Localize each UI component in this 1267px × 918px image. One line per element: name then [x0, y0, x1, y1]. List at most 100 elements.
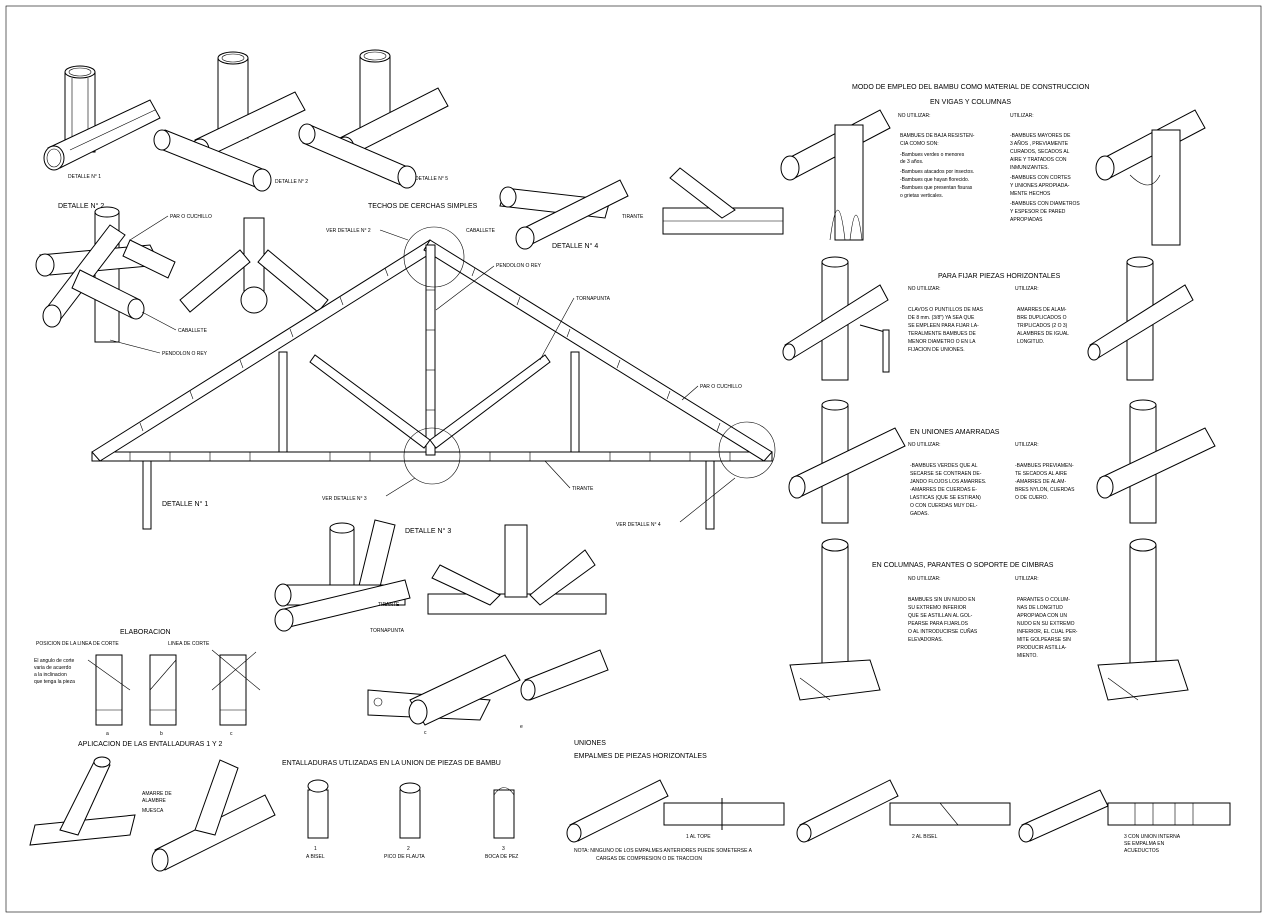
label-tirante-4: TIRANTE — [622, 214, 644, 220]
angulo-note-4: que tenga la pieza — [34, 679, 75, 685]
detalle-4-drawing — [499, 167, 784, 250]
aplicacion-drawings — [29, 756, 276, 872]
label-tirante-truss: TIRANTE — [572, 486, 594, 492]
entalladuras-title: ENTALLADURAS UTLIZADAS EN LA UNION DE PI… — [282, 760, 501, 767]
columnas-no-2: QUE SE ASTILLAN AL GOL- — [908, 613, 973, 619]
amarradas-no-2: JANDO FLOJOS LOS AMARRES. — [910, 479, 986, 485]
vigas-si-4: INMUNIZANTES. — [1010, 165, 1049, 171]
vigas-no-6: -Bambues que presentan fisuras — [900, 185, 973, 191]
joint-detail-2 — [153, 51, 306, 192]
elaboracion-drawings — [87, 649, 261, 726]
columnas-no-0: BAMBUES SIN UN NUDO EN — [908, 597, 976, 603]
label-tornapunta-3: TORNAPUNTA — [370, 628, 405, 634]
elaboracion-title: ELABORACION — [120, 629, 171, 636]
vigas-no-1: CIA COMO SON: — [900, 141, 939, 147]
label-ver-detalle-2: VER DETALLE N° 2 — [326, 228, 371, 234]
vigas-no-2: -Bambues verdes o menores — [900, 152, 965, 158]
detalle-2-drawing — [35, 206, 176, 343]
amarradas-si-0: -BAMBUES PREVIAMEN- — [1015, 463, 1074, 469]
angulo-note-2: varia de acuerdo — [34, 665, 71, 671]
joint-detail-1 — [43, 65, 161, 171]
cut-c: c — [230, 731, 233, 737]
fijar-si-0: AMARRES DE ALAM- — [1017, 307, 1067, 313]
columnas-no-5: ELEVADORAS. — [908, 637, 943, 643]
fijar-drawings — [782, 256, 1194, 381]
columnas-si-0: PARANTES O COLUM- — [1017, 597, 1070, 603]
detalle-3-drawing — [274, 519, 607, 632]
amarradas-title: EN UNIONES AMARRADAS — [910, 429, 1000, 436]
modo-title: MODO DE EMPLEO DEL BAMBU COMO MATERIAL D… — [852, 84, 1089, 91]
amarradas-no-6: GADAS. — [910, 511, 929, 517]
fijar-si-1: BRE DUPLICADOS O — [1017, 315, 1067, 321]
columnas-no-3: PEARSE PARA FIJARLOS — [908, 621, 969, 627]
vigas-no-5: -Bambues que hayan florecido. — [900, 177, 969, 183]
detail-label-2: DETALLE N° 2 — [275, 179, 308, 185]
label-al-bisel: 2 AL BISEL — [912, 834, 938, 840]
label-pendolon-truss: PENDOLON O REY — [496, 263, 542, 269]
fijar-no-0: CLAVOS O PUNTILLOS DE MAS — [908, 307, 984, 313]
label-pendolon-rey: PENDOLON O REY — [162, 351, 208, 357]
label-al-tope: 1 AL TOPE — [686, 834, 711, 840]
uniones-drawings — [566, 779, 1231, 843]
vigas-no-4: -Bambues atacados por insectos. — [900, 169, 974, 175]
cut-a: a — [106, 731, 109, 737]
vigas-si-3: AIRE Y TRATADOS CON — [1010, 157, 1067, 163]
entalladuras-drawings — [307, 779, 515, 839]
vigas-si-2: CURADOS, SECADOS AL — [1010, 149, 1070, 155]
fijar-no-5: FIJACION DE UNIONES. — [908, 347, 965, 353]
vigas-drawings — [780, 109, 1206, 246]
label-par-cuchillo-truss: PAR O CUCHILLO — [700, 384, 742, 390]
truss-detalle-1: DETALLE N° 1 — [162, 500, 208, 508]
label-caballete: CABALLETE — [178, 328, 208, 334]
detail-label-1: DETALLE N° 1 — [68, 174, 101, 180]
bisel-label: A BISEL — [306, 854, 325, 860]
label-linea-corte: LINEA DE CORTE — [168, 641, 210, 647]
amarradas-si-4: O DE CUERO. — [1015, 495, 1048, 501]
amarradas-no-4: LASTICAS (QUE SE ESTIRAN) — [910, 495, 981, 501]
amarradas-drawings — [788, 399, 1216, 524]
fijar-si-3: ALAMBRES DE IGUAL — [1017, 331, 1069, 337]
amarradas-si-2: -AMARRES DE ALAM- — [1015, 479, 1066, 485]
columnas-si-3: NUDO EN SU EXTREMO — [1017, 621, 1075, 627]
pez-label: BOCA DE PEZ — [485, 854, 518, 860]
label-tirante-3: TIRANTE — [378, 602, 400, 608]
label-ver-detalle-3: VER DETALLE N° 3 — [322, 496, 367, 502]
vigas-si-5: -BAMBUES CON CORTES — [1010, 175, 1071, 181]
truss-diagram — [91, 226, 776, 530]
detalle-2-exploded — [179, 217, 329, 314]
fijar-no-utilizar: NO UTILIZAR: — [908, 286, 941, 292]
fijar-no-2: SE EMPLEEN PARA FIJAR LA- — [908, 323, 979, 329]
vigas-si-0: -BAMBUES MAYORES DE — [1010, 133, 1071, 139]
label-amarre-1: AMARRE DE — [142, 791, 172, 797]
columnas-drawings — [789, 538, 1189, 701]
vigas-no-3: de 3 años. — [900, 159, 923, 165]
nota-1: NOTA: NINGUNO DE LOS EMPALMES ANTERIORES… — [574, 848, 753, 854]
fijar-no-4: MENOR DIAMETRO O EN LA — [908, 339, 976, 345]
angulo-note-1: El angulo de corte — [34, 658, 75, 664]
sheet-border — [5, 5, 1262, 913]
vigas-no-utilizar: NO UTILIZAR: — [898, 113, 931, 119]
bisel-num: 1 — [314, 846, 317, 852]
columnas-si-6: PRODUCIR ASTILLA- — [1017, 645, 1067, 651]
label-union-interna-1: 3 CON UNION INTERNA — [1124, 834, 1181, 840]
label-amarre-2: ALAMBRE — [142, 798, 167, 804]
label-ver-detalle-4: VER DETALLE N° 4 — [616, 522, 661, 528]
nota-2: CARGAS DE COMPRESION O DE TRACCION — [596, 856, 702, 862]
fijar-title: PARA FIJAR PIEZAS HORIZONTALES — [938, 273, 1061, 280]
columnas-no-1: SU EXTREMO INFERIOR — [908, 605, 967, 611]
joint-detail-5 — [298, 49, 449, 189]
columnas-si-5: MITE GOLPEARSE SIN — [1017, 637, 1071, 643]
label-posicion-linea: POSICION DE LA LINEA DE CORTE — [36, 641, 119, 647]
uniones-title: UNIONES — [574, 740, 606, 747]
vigas-si-6: Y UNIONES APROPIADA- — [1010, 183, 1070, 189]
cut-b: b — [160, 731, 163, 737]
vigas-no-0: BAMBUES DE BAJA RESISTEN- — [900, 133, 975, 139]
amarradas-utilizar: UTILIZAR: — [1015, 442, 1039, 448]
aplicacion-title: APLICACION DE LAS ENTALLADURAS 1 Y 2 — [78, 741, 222, 748]
flauta-label: PICO DE FLAUTA — [384, 854, 425, 860]
vigas-utilizar: UTILIZAR: — [1010, 113, 1034, 119]
fijar-no-1: DE 8 mm. (3/8") YA SEA QUE — [908, 315, 975, 321]
detail-label-5: DETALLE N° 5 — [415, 176, 448, 182]
label-par-cuchillo: PAR O CUCHILLO — [170, 214, 212, 220]
